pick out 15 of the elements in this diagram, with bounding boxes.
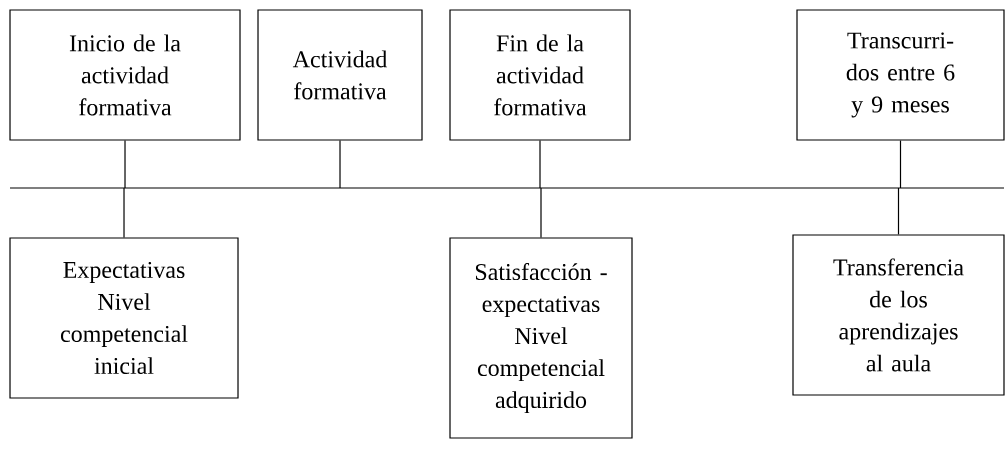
connector-line	[339, 140, 341, 189]
connector-line	[539, 140, 541, 189]
text-box: Transcurri-dos entre 6 y 9 meses	[796, 9, 1005, 141]
text-box: Inicio de la actividad formativa	[9, 9, 241, 141]
connector-line	[899, 140, 902, 189]
connector-line	[124, 140, 126, 189]
text-box: Actividad formativa	[257, 9, 423, 141]
text-box: Transferencia de los aprendizajes al aula	[792, 234, 1005, 396]
connector-line	[123, 187, 125, 238]
text-box: Satisfacción - expectativas Nivel competencial adquirido	[449, 237, 633, 439]
text-box: Expectativas Nivel competencial inicial	[9, 237, 239, 399]
connector-line	[897, 187, 900, 235]
text-box: Fin de la actividad formativa	[449, 9, 631, 141]
connector-line	[540, 187, 542, 238]
timeline-bar	[9, 187, 1005, 189]
